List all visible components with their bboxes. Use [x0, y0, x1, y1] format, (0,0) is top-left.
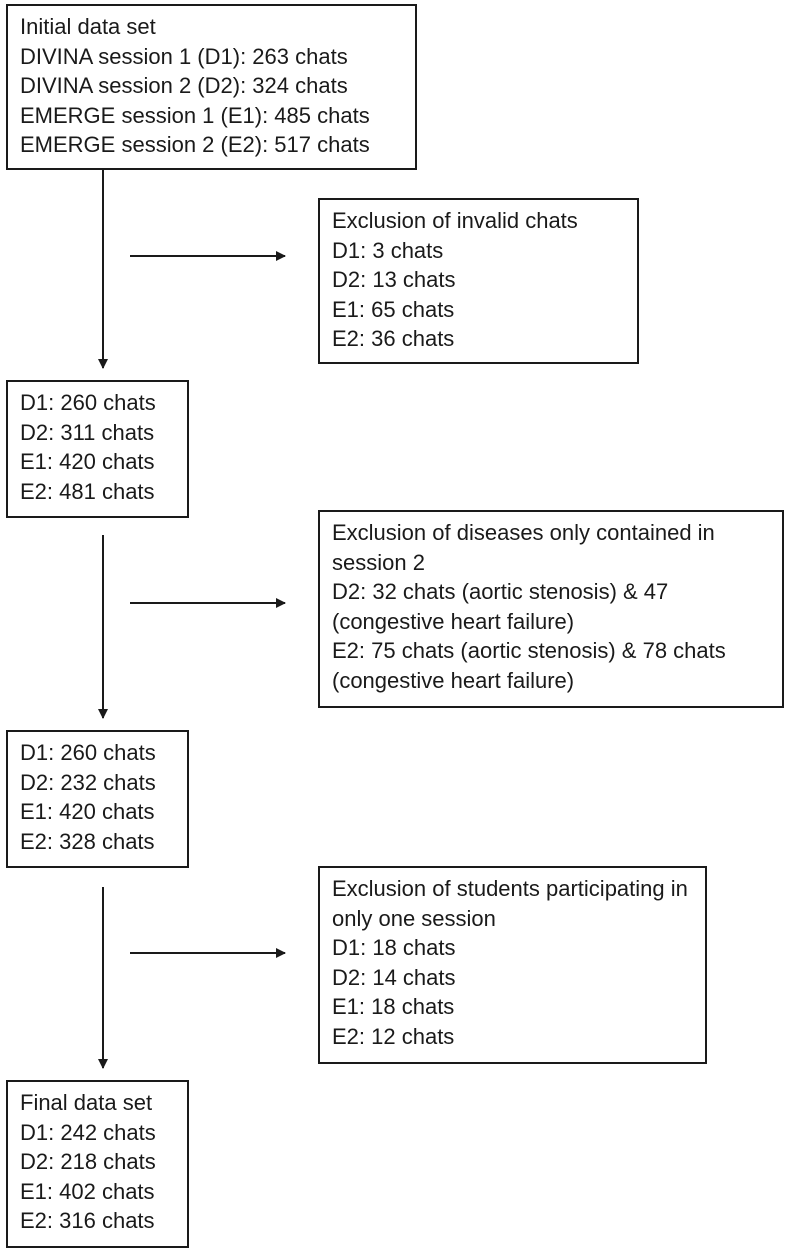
initial-title: Initial data set [20, 14, 156, 39]
exclusion-invalid-e1: E1: 65 chats [332, 296, 455, 322]
exclusion-students-d1: D1: 18 chats [332, 935, 456, 961]
exclusion-students-d2: D2: 14 chats [332, 964, 456, 990]
after-invalid-e2: E2: 481 chats [20, 478, 155, 504]
initial-d2: DIVINA session 2 (D2): 324 chats [20, 73, 348, 99]
after-diseases-e1: E1: 420 chats [20, 799, 155, 825]
exclusion-diseases-d2: D2: 32 chats (aortic stenosis) & 47 (con… [332, 579, 669, 634]
exclusion-invalid-box: Exclusion of invalid chats D1: 3 chats D… [318, 198, 639, 364]
after-diseases-d2: D2: 232 chats [20, 769, 156, 795]
initial-e2: EMERGE session 2 (E2): 517 chats [20, 132, 370, 158]
after-diseases-box: D1: 260 chats D2: 232 chats E1: 420 chat… [6, 730, 189, 868]
after-diseases-e2: E2: 328 chats [20, 828, 155, 854]
exclusion-invalid-e2: E2: 36 chats [332, 326, 455, 352]
exclusion-invalid-d1: D1: 3 chats [332, 237, 444, 263]
final-d1: D1: 242 chats [20, 1119, 156, 1145]
final-title: Final data set [20, 1090, 153, 1115]
initial-d1: DIVINA session 1 (D1): 263 chats [20, 43, 348, 69]
after-invalid-d2: D2: 311 chats [20, 419, 155, 445]
exclusion-students-title: Exclusion of students participating in o… [332, 876, 688, 931]
after-diseases-d1: D1: 260 chats [20, 740, 156, 765]
exclusion-invalid-title: Exclusion of invalid chats [332, 208, 578, 233]
exclusion-invalid-d2: D2: 13 chats [332, 267, 456, 293]
initial-data-set-box: Initial data set DIVINA session 1 (D1): … [6, 4, 417, 170]
exclusion-students-box: Exclusion of students participating in o… [318, 866, 707, 1064]
final-data-set-box: Final data set D1: 242 chats D2: 218 cha… [6, 1080, 189, 1248]
after-invalid-box: D1: 260 chats D2: 311 chats E1: 420 chat… [6, 380, 189, 518]
after-invalid-e1: E1: 420 chats [20, 449, 155, 475]
exclusion-students-e2: E2: 12 chats [332, 1023, 455, 1049]
final-d2: D2: 218 chats [20, 1149, 156, 1175]
exclusion-diseases-e2: E2: 75 chats (aortic stenosis) & 78 chat… [332, 638, 726, 693]
exclusion-diseases-title: Exclusion of diseases only contained in … [332, 520, 715, 575]
after-invalid-d1: D1: 260 chats [20, 390, 156, 415]
exclusion-diseases-box: Exclusion of diseases only contained in … [318, 510, 784, 708]
exclusion-students-e1: E1: 18 chats [332, 994, 455, 1020]
final-e2: E2: 316 chats [20, 1208, 155, 1234]
initial-e1: EMERGE session 1 (E1): 485 chats [20, 102, 370, 128]
final-e1: E1: 402 chats [20, 1178, 155, 1204]
